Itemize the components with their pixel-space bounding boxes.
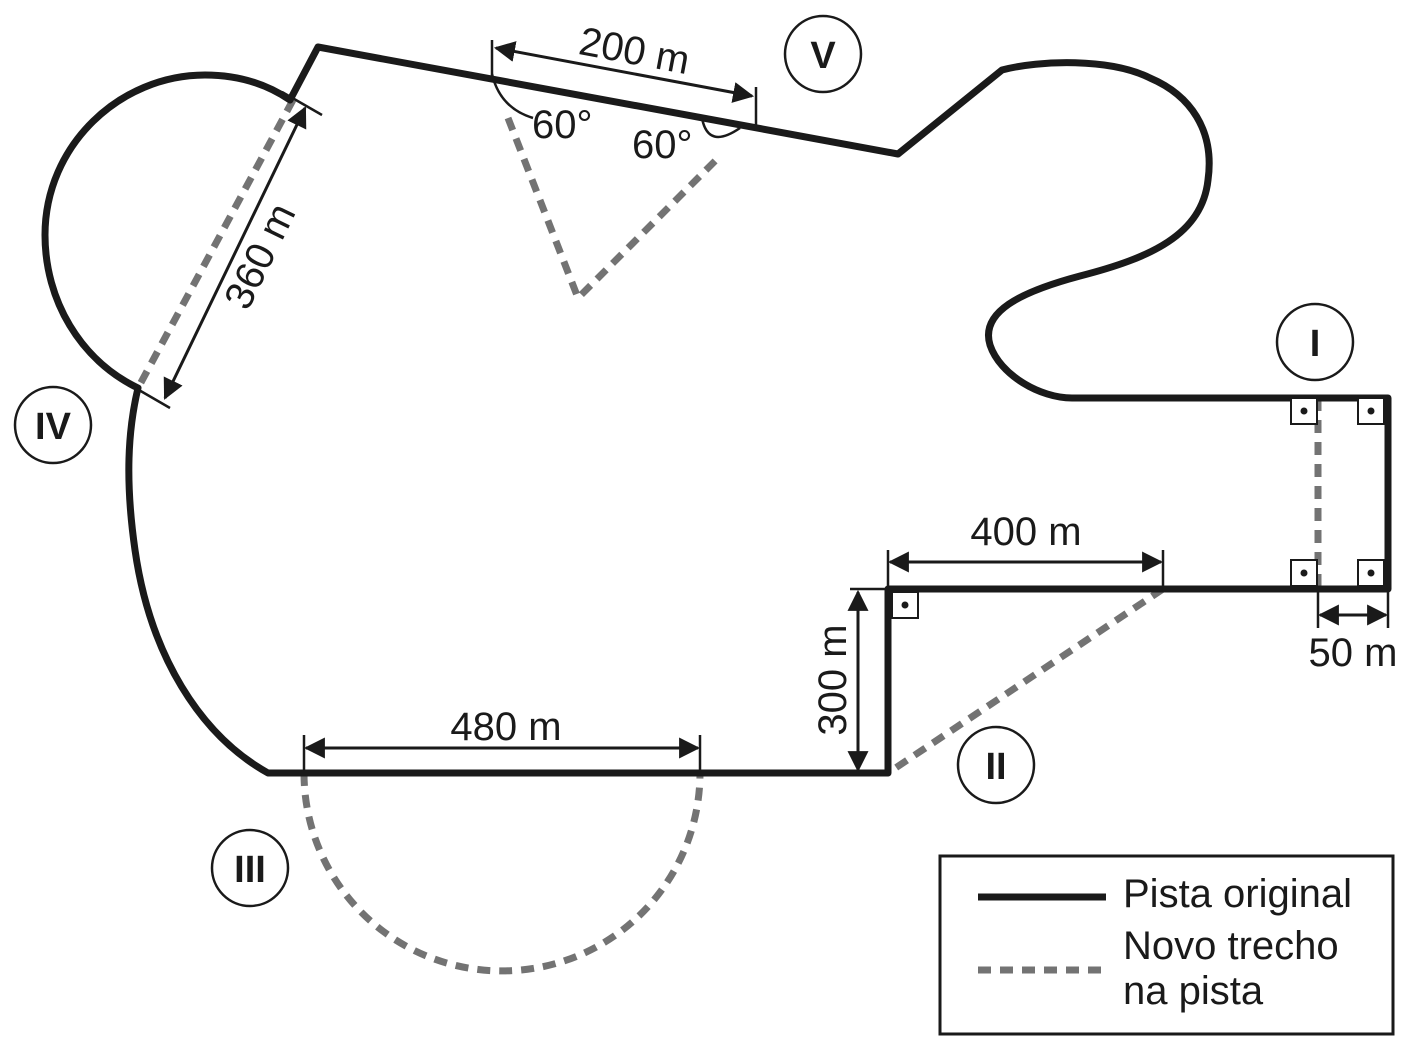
new-segment-II <box>886 586 1165 776</box>
legend-new-label-line2: na pista <box>1123 969 1264 1013</box>
new-segment-III <box>300 772 704 975</box>
legend: Pista original Novo trecho na pista <box>938 854 1395 1036</box>
section-marker-I: I <box>1275 302 1355 382</box>
section-marker-V: V <box>783 14 863 94</box>
right-angle-marker <box>1357 397 1385 425</box>
legend-box <box>938 854 1395 1036</box>
label-400m: 400 m <box>970 510 1081 554</box>
dimension-lines <box>131 40 1390 775</box>
legend-new-label-line1: Novo trecho <box>1123 924 1339 968</box>
right-angle-marker <box>1357 559 1385 587</box>
label-360m: 360 m <box>216 197 304 316</box>
section-label-IV: IV <box>35 406 72 448</box>
angle-arc-right <box>700 117 741 139</box>
section-marker-II: II <box>956 725 1036 805</box>
label-angle-left: 60° <box>532 103 593 147</box>
label-angle-right: 60° <box>632 123 693 167</box>
section-label-II: II <box>985 746 1006 788</box>
section-marker-IV: IV <box>13 385 93 465</box>
label-50m: 50 m <box>1309 631 1398 675</box>
right-angle-marker <box>1290 397 1318 425</box>
legend-original-label: Pista original <box>1123 872 1352 916</box>
right-angle-marker <box>891 591 919 619</box>
label-300m: 300 m <box>811 624 855 735</box>
new-track-segments <box>134 98 1322 975</box>
dimension-200 <box>493 41 755 103</box>
label-480m: 480 m <box>450 705 561 749</box>
section-label-III: III <box>234 849 266 891</box>
section-label-I: I <box>1310 323 1321 365</box>
right-angle-markers <box>891 397 1385 619</box>
original-track <box>41 43 1392 777</box>
section-marker-III: III <box>210 828 290 908</box>
right-angle-marker <box>1290 559 1318 587</box>
section-label-V: V <box>810 35 836 77</box>
dimension-360 <box>163 106 307 400</box>
label-200m: 200 m <box>576 19 693 83</box>
